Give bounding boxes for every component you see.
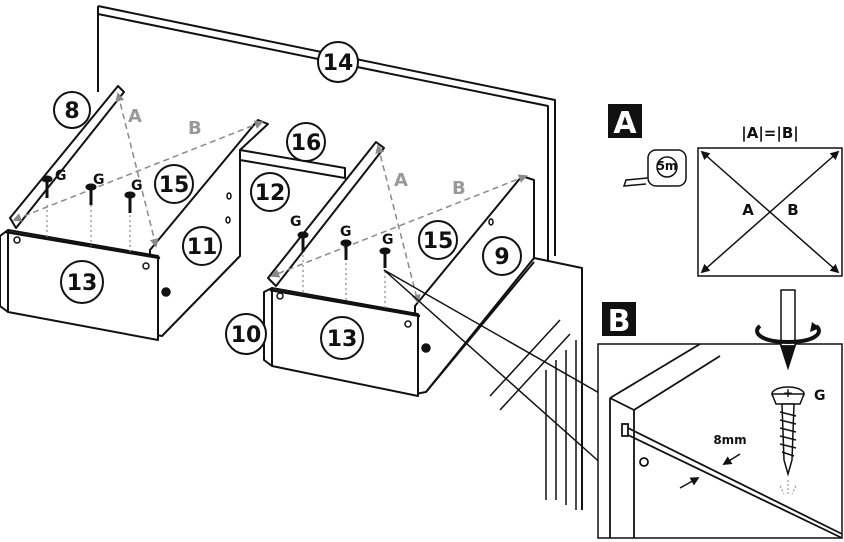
part-label-14: 14 [323,51,354,76]
diagonal-label-a: A [128,106,142,127]
screw-label-g: G [93,172,105,188]
tape-measure-icon [622,149,687,187]
detail-a-badge-label: A [613,106,637,141]
screw-label-g: G [131,178,143,194]
dimension-8mm [679,453,741,489]
part-label-8: 8 [64,99,79,124]
part-label-16: 16 [291,131,322,156]
diagonal-equation: |A|=|B| [741,124,799,143]
detail-b-screw-label: G [814,388,826,404]
left-diagonals [12,92,264,248]
detail-b-badge [602,302,636,336]
back-panel [97,5,556,262]
screw-target-marks [779,480,797,495]
svg-text:+: + [783,386,793,400]
right-diagonals [270,144,528,304]
detail-a: A 5m |A|=|B| A B [608,104,843,277]
screw-label-g: G [382,232,394,248]
magnifier-cone [383,269,609,467]
detail-a-diag-b: B [787,201,798,219]
part-number-circles [53,41,522,360]
part-label-11: 11 [187,235,218,260]
right-drawer [263,141,583,510]
diagonal-label-a: A [394,170,408,191]
part-label-9: 9 [494,245,509,270]
support-lines [489,319,577,510]
part-label-10: 10 [231,323,262,348]
detail-a-badge [608,104,642,138]
screw-group [41,175,391,268]
detail-b-badge-label: B [608,304,631,339]
screw-label-g: G [55,168,67,184]
diagonal-label-b: B [188,118,202,139]
screw-g-icon: + [770,386,806,477]
screw-label-g: G [340,224,352,240]
detail-a-diag-a: A [742,201,754,219]
part-label-12: 12 [255,181,286,206]
screw-label-g: G [290,214,302,230]
diagonal-b-line [700,150,840,274]
diagonal-label-b: B [452,178,466,199]
screwdriver-icon [755,289,821,371]
tape-measure-label: 5m [657,159,678,173]
part-label-13: 13 [67,271,98,296]
detail-b: B 8mm [597,289,843,539]
part-label-15: 15 [159,173,190,198]
part-label-15: 15 [423,229,454,254]
part-label-13: 13 [327,327,358,352]
board-corner [609,343,843,539]
dimension-label: 8mm [713,433,746,447]
